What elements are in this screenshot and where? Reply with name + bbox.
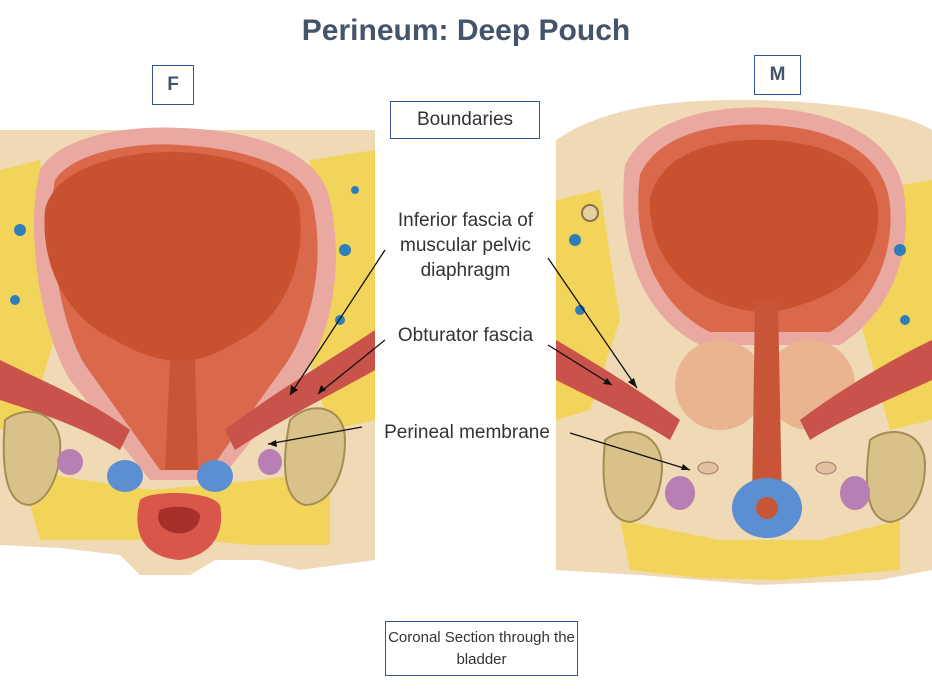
arrowhead-obturator-fascia-male <box>603 378 612 385</box>
female-label-box: F <box>152 65 194 105</box>
female-section-illustration <box>0 127 375 575</box>
pointer-obturator-fascia-male <box>547 344 613 386</box>
boundaries-label-box: Boundaries <box>390 101 540 139</box>
pointer-lines <box>267 249 691 471</box>
page-title: Perineum: Deep Pouch <box>301 14 631 47</box>
pointer-perineal-membrane-female <box>267 426 363 445</box>
pointer-inferior-fascia-male <box>547 257 638 389</box>
pointer-perineal-membrane-male <box>569 432 691 471</box>
male-section-illustration <box>556 100 932 585</box>
pointer-inferior-fascia-female <box>289 249 386 396</box>
caption-box: Coronal Section through the bladder <box>385 621 578 676</box>
arrowhead-perineal-membrane-male <box>681 464 690 470</box>
pointer-obturator-fascia-female <box>317 339 386 395</box>
arrowhead-perineal-membrane-female <box>268 440 277 447</box>
arrowhead-inferior-fascia-male <box>628 378 637 388</box>
arrowhead-obturator-fascia-female <box>318 385 326 394</box>
arrowhead-inferior-fascia-female <box>290 385 298 395</box>
pointer-arrowheads <box>268 378 690 470</box>
perineal-membrane-label: Perineal membrane <box>384 422 550 443</box>
inferior-fascia-label: Inferior fascia of muscular pelvic diaph… <box>397 210 534 281</box>
obturator-fascia-label: Obturator fascia <box>397 325 534 346</box>
male-label-box: M <box>754 55 801 95</box>
